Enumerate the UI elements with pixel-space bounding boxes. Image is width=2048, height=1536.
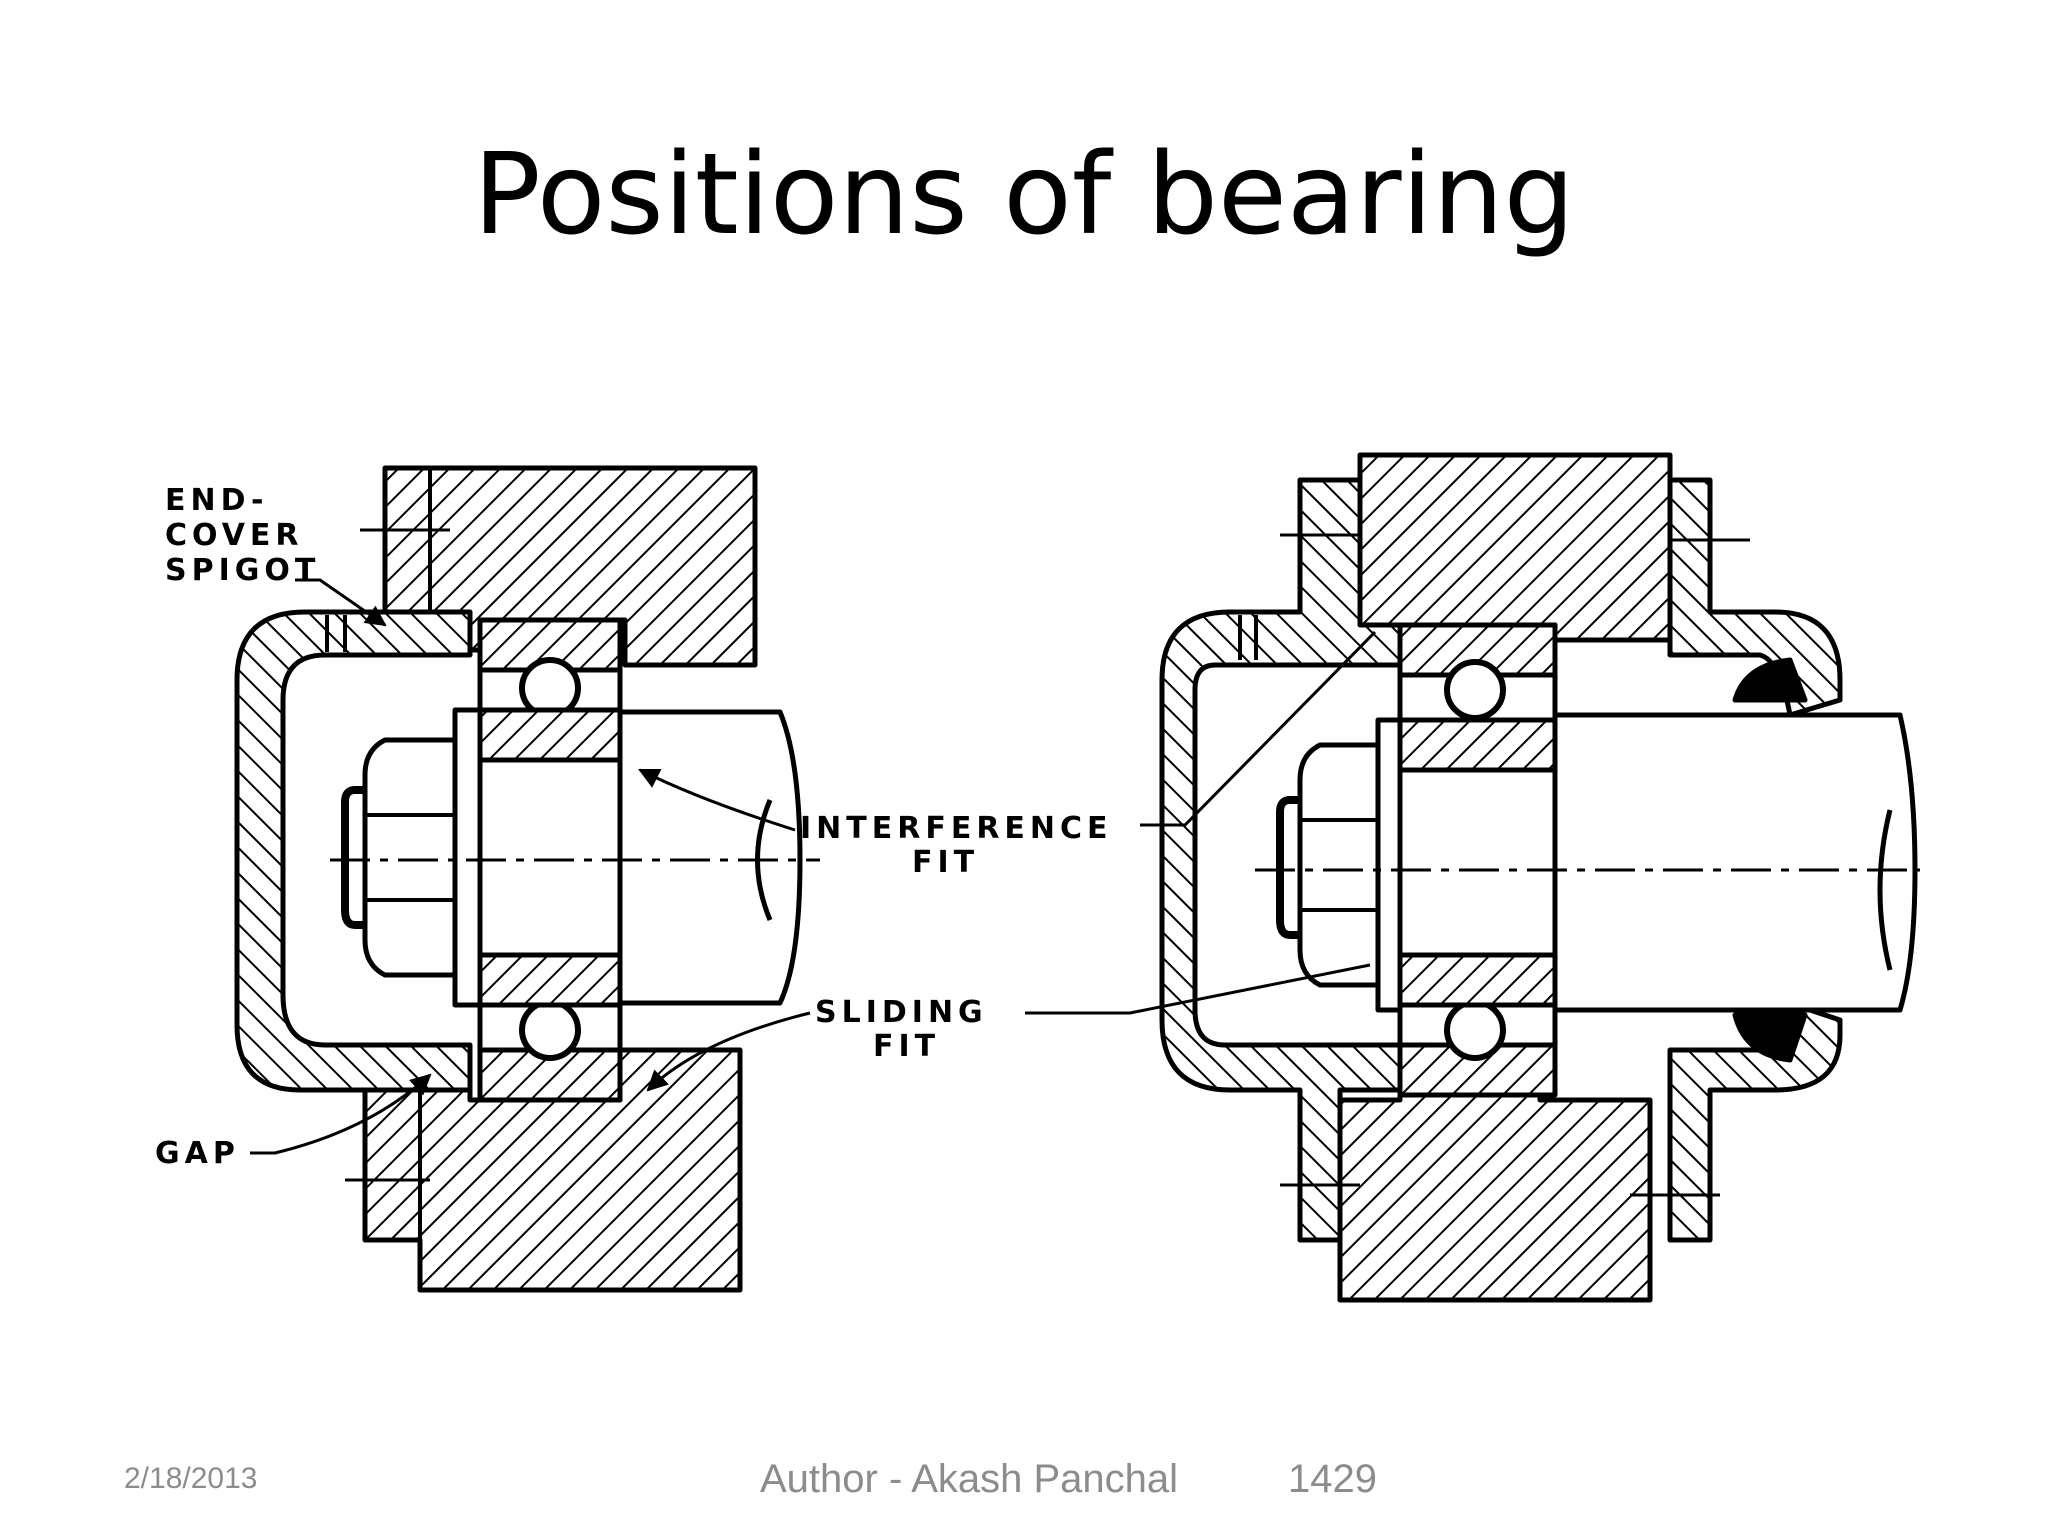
leader-interference-left [638, 768, 796, 832]
right-seal-top [1732, 657, 1808, 703]
right-right-cover [1667, 477, 1843, 718]
footer-author: Author - Akash Panchal [760, 1457, 1179, 1501]
left-washer [452, 707, 483, 1008]
leader-spigot [295, 578, 387, 627]
left-nut [362, 737, 458, 978]
right-shaft [1552, 712, 1918, 1013]
leader-sliding-right [1025, 963, 1371, 1015]
right-washer [1375, 717, 1403, 1013]
right-ball-bottom [1444, 999, 1506, 1061]
leader-interference-right [1140, 630, 1377, 827]
right-assembly [1159, 452, 1920, 1303]
label-interference-fit: INTERFERENCE FIT [800, 811, 1128, 880]
right-inner-ring-bottom [1397, 952, 1558, 1008]
right-housing-bottom [1337, 1087, 1653, 1303]
right-left-cover [1159, 477, 1403, 1243]
leader-sliding-left [646, 1011, 811, 1092]
right-seal-bottom [1732, 1012, 1808, 1063]
label-end-cover: END- COVER SPIGOT [165, 483, 320, 588]
leader-gap [250, 1073, 432, 1155]
right-ball-top [1444, 659, 1506, 721]
label-sliding-fit: SLIDING FIT [815, 995, 1003, 1064]
right-housing-top [1357, 452, 1673, 643]
slide-title: Positions of bearing [473, 130, 1575, 260]
footer-date: 2/18/2013 [124, 1462, 258, 1495]
left-inner-ring-top [477, 707, 623, 763]
left-assembly [234, 465, 820, 1293]
left-housing-bottom [362, 1047, 743, 1293]
label-gap: GAP [155, 1136, 240, 1171]
right-nut [1297, 742, 1381, 988]
left-end-cover [234, 609, 473, 1093]
left-ball-bottom [519, 999, 581, 1061]
footer-page-number: 1429 [1288, 1457, 1377, 1501]
leader-lines [250, 578, 1377, 1155]
right-inner-ring-top [1397, 717, 1558, 773]
left-inner-ring-bottom [477, 952, 623, 1008]
